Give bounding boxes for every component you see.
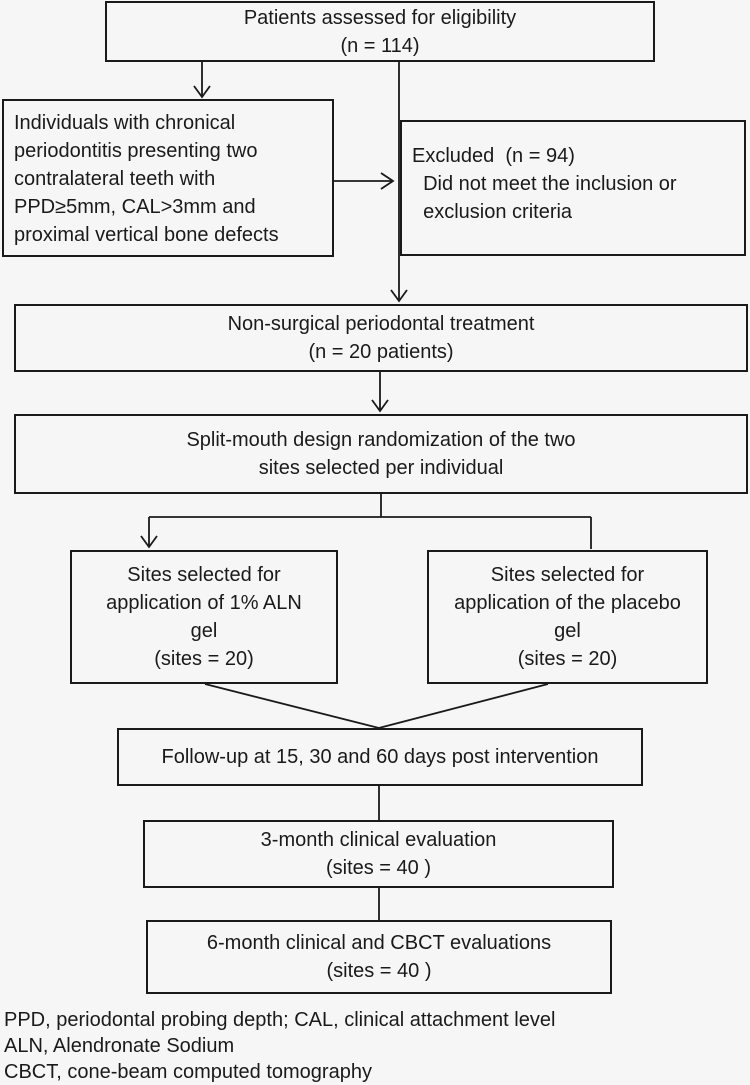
assessed-count: (n = 114) — [340, 34, 420, 57]
box-randomization: Split-mouth design randomization of the … — [14, 414, 748, 494]
followup-text: Follow-up at 15, 30 and 60 days post int… — [161, 746, 599, 768]
individuals-line-3: contralateral teeth with — [14, 168, 216, 190]
footnote-ppd-cal: PPD, periodontal probing depth; CAL, cli… — [4, 1009, 556, 1031]
footnote-cbct: CBCT, cone-beam computed tomography — [4, 1061, 372, 1083]
month3-count: (sites = 40 ) — [325, 857, 432, 879]
excluded-line-2: Did not meet the inclusion or — [412, 173, 677, 195]
box-nonsurgical-treatment: Non-surgical periodontal treatment (n = … — [14, 304, 748, 372]
nonsurgical-title: Non-surgical periodontal treatment — [227, 313, 535, 335]
footnotes: PPD, periodontal probing depth; CAL, cli… — [4, 1007, 555, 1085]
placebo-line-2: application of the placebo — [454, 592, 681, 614]
connector-placebo-to-followup — [378, 683, 549, 729]
aln-line-3: gel — [190, 620, 218, 642]
box-6-month-evaluation: 6-month clinical and CBCT evaluations (s… — [146, 920, 612, 994]
footnote-aln: ALN, Alendronate Sodium — [4, 1035, 235, 1057]
box-followup: Follow-up at 15, 30 and 60 days post int… — [117, 728, 643, 786]
month6-title: 6-month clinical and CBCT evaluations — [206, 932, 552, 954]
individuals-line-1: Individuals with chronical — [14, 112, 236, 134]
placebo-line-1: Sites selected for — [490, 564, 645, 586]
nonsurgical-count: (n = 20 patients) — [308, 341, 454, 363]
box-3-month-evaluation: 3-month clinical evaluation (sites = 40 … — [143, 820, 614, 888]
arrowhead-excluded — [380, 172, 395, 190]
individuals-line-4: PPD≥5mm, CAL>3mm and — [14, 196, 256, 218]
aln-line-1: Sites selected for — [127, 564, 281, 586]
month6-count: (sites = 40 ) — [326, 960, 432, 982]
excluded-line-1: Excluded (n = 94) — [412, 145, 575, 167]
arrowhead-randomization — [371, 399, 389, 413]
box-aln-sites: Sites selected for application of 1% ALN… — [70, 550, 338, 684]
box-patients-assessed: Patients assessed for eligibility (n = 1… — [105, 1, 655, 62]
excluded-line-3: exclusion criteria — [412, 201, 573, 223]
arrowhead-individuals — [193, 85, 211, 99]
placebo-line-4: (sites = 20) — [517, 648, 618, 670]
individuals-line-2: periodontitis presenting two — [14, 140, 258, 162]
connector-aln-to-followup — [204, 683, 380, 729]
assessed-title: Patients assessed for eligibility — [243, 6, 517, 29]
month3-title: 3-month clinical evaluation — [260, 829, 497, 851]
randomization-line-2: sites selected per individual — [258, 457, 504, 479]
arrowhead-aln — [140, 535, 158, 549]
randomization-line-1: Split-mouth design randomization of the … — [186, 429, 576, 451]
box-placebo-sites: Sites selected for application of the pl… — [427, 550, 708, 684]
box-excluded: Excluded (n = 94) Did not meet the inclu… — [400, 120, 746, 256]
individuals-line-5: proximal vertical bone defects — [14, 224, 279, 246]
box-individuals-criteria: Individuals with chronical periodontitis… — [2, 99, 334, 257]
aln-line-2: application of 1% ALN — [106, 592, 302, 614]
arrowhead-nonsurgical — [390, 289, 408, 303]
aln-line-4: (sites = 20) — [154, 648, 254, 670]
placebo-line-3: gel — [554, 620, 581, 642]
